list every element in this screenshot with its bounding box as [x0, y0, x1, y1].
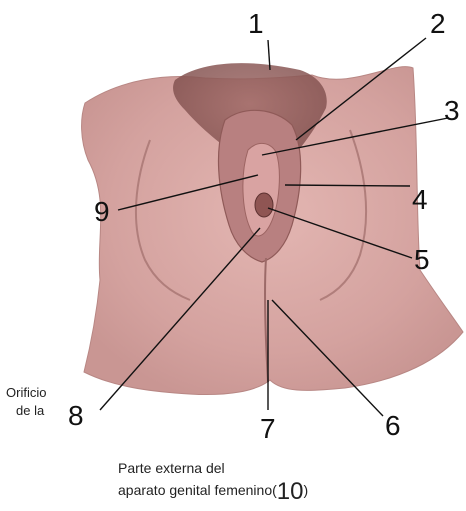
label-5: 5 [414, 246, 430, 274]
leader-line-4 [285, 185, 410, 186]
caption-close-paren: ) [303, 482, 308, 498]
label-4: 4 [412, 186, 428, 214]
caption-line-2: aparato genital femenino [118, 482, 272, 498]
caption-line-1: Parte externa del [118, 460, 308, 477]
label-3: 3 [444, 97, 460, 125]
label-2: 2 [430, 10, 446, 38]
orifice-shape [255, 193, 273, 217]
figure-caption: Parte externa del aparato genital femeni… [118, 460, 308, 506]
label-7: 7 [260, 415, 276, 443]
side-note-line-2: de la [16, 404, 44, 419]
label-1: 1 [248, 10, 264, 38]
side-note-line-1: Orificio [6, 386, 46, 401]
label-8: 8 [68, 402, 84, 430]
label-6: 6 [385, 412, 401, 440]
label-9: 9 [94, 198, 110, 226]
caption-line-2-wrap: aparato genital femenino(10) [118, 477, 308, 506]
caption-number: 10 [277, 478, 304, 505]
